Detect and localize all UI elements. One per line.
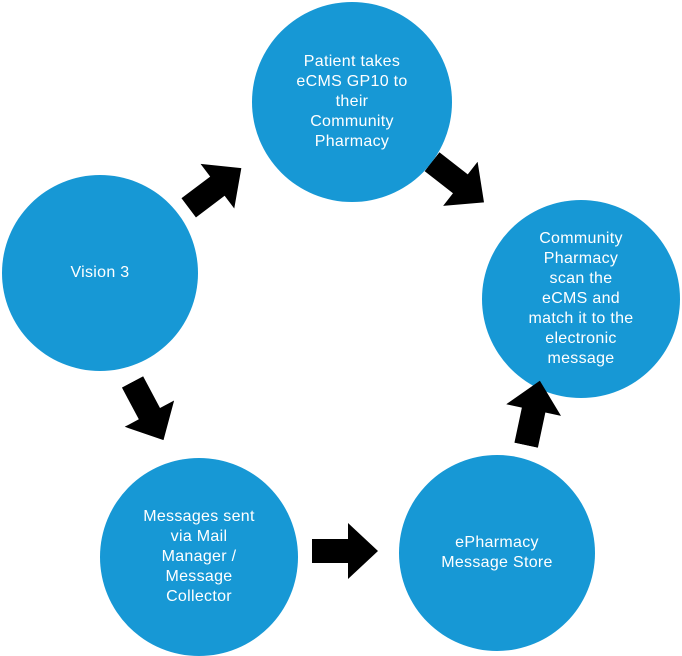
node-vision-3: Vision 3 <box>2 175 198 371</box>
block-arrow-patient-to-scan-icon <box>415 140 501 225</box>
block-arrow-store-to-scan-icon <box>499 375 567 451</box>
node-label: Community Pharmacy scan the eCMS and mat… <box>528 230 634 367</box>
node-community-pharmacy-scan: Community Pharmacy scan the eCMS and mat… <box>482 200 680 398</box>
node-label: Patient takes eCMS GP10 to their Communi… <box>296 53 408 150</box>
block-arrow-vision3-to-messages-icon <box>108 369 188 454</box>
node-epharmacy-message-store: ePharmacy Message Store <box>399 455 595 651</box>
node-label: Vision 3 <box>70 264 130 281</box>
node-patient-takes-ecms: Patient takes eCMS GP10 to their Communi… <box>252 2 452 202</box>
node-messages-sent-mail-manager: Messages sent via Mail Manager / Message… <box>100 458 298 656</box>
node-label: ePharmacy Message Store <box>441 534 553 571</box>
block-arrow-vision3-to-patient-icon <box>172 146 258 230</box>
node-label: Messages sent via Mail Manager / Message… <box>143 508 255 605</box>
block-arrow-messages-to-store-icon <box>312 523 378 579</box>
